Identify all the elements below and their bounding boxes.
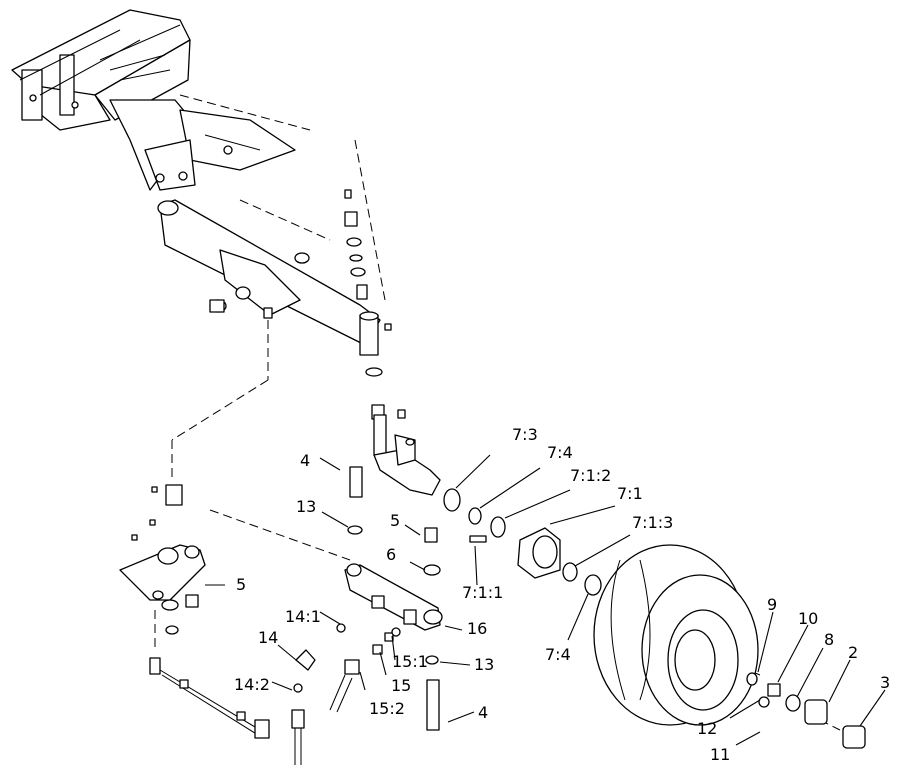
callout-12: 12 — [697, 719, 717, 738]
tie-rod — [149, 657, 270, 739]
callout-13-upper: 13 — [296, 497, 316, 516]
front-axle — [157, 199, 381, 356]
callout-13-lower: 13 — [474, 655, 494, 674]
callout-8: 8 — [824, 630, 834, 649]
callout-7-4-lower: 7:4 — [545, 645, 571, 664]
callout-15-1: 15:1 — [392, 652, 428, 671]
spindle — [373, 414, 441, 496]
callout-7-1-3: 7:1:3 — [632, 513, 673, 532]
wheel-tire — [593, 544, 759, 726]
wheel-hardware — [746, 672, 866, 749]
callout-5-left: 5 — [236, 575, 246, 594]
callout-7-1-2: 7:1:2 — [570, 466, 611, 485]
callout-2: 2 — [848, 643, 858, 662]
callout-4-lower: 4 — [478, 703, 488, 722]
callout-7-1: 7:1 — [617, 484, 643, 503]
leader-lines — [205, 454, 886, 746]
hub-parts — [443, 488, 602, 596]
callout-15-2: 15:2 — [369, 699, 405, 718]
callout-7-4-upper: 7:4 — [547, 443, 573, 462]
callout-6: 6 — [386, 545, 396, 564]
callout-11: 11 — [710, 745, 730, 764]
callout-9: 9 — [767, 595, 777, 614]
callout-7-1-1: 7:1:1 — [462, 583, 503, 602]
callout-14: 14 — [258, 628, 278, 647]
callout-14-1: 14:1 — [285, 607, 321, 626]
kingpin-hardware — [344, 189, 406, 420]
callout-3: 3 — [880, 673, 890, 692]
steering-arm — [119, 484, 206, 635]
callout-4-upper: 4 — [300, 451, 310, 470]
callout-labels: 7:3 7:4 7:1:2 7:1 7:1:3 7:1:1 7:4 4 13 5… — [234, 425, 890, 764]
callout-16: 16 — [467, 619, 487, 638]
hose-fittings — [291, 627, 401, 765]
callout-14-2: 14:2 — [234, 675, 270, 694]
tractor-frame — [11, 9, 296, 191]
steering-cylinder — [336, 466, 443, 731]
callout-10: 10 — [798, 609, 818, 628]
callout-15: 15 — [391, 676, 411, 695]
callout-7-3: 7:3 — [512, 425, 538, 444]
callout-5-middle: 5 — [390, 511, 400, 530]
